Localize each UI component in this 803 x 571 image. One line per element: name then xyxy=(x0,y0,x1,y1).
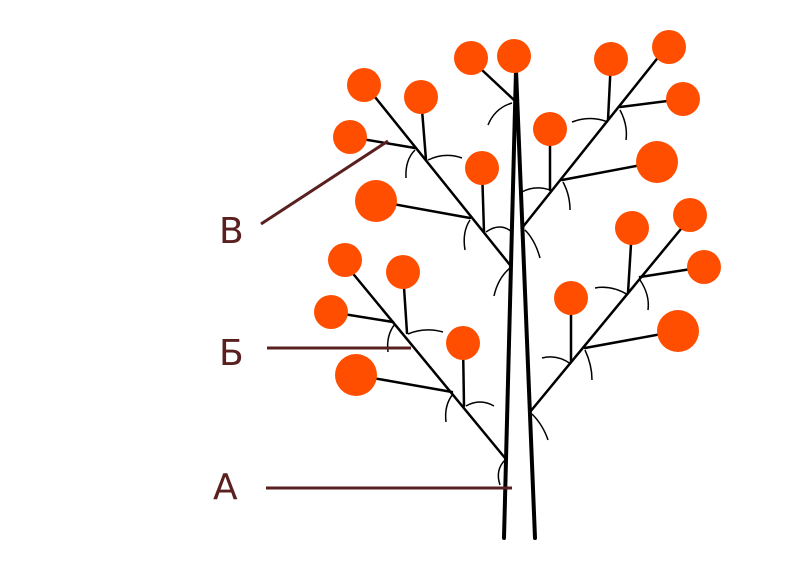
flower xyxy=(355,180,397,222)
flower xyxy=(465,151,499,185)
bract xyxy=(619,109,628,141)
bract xyxy=(487,102,513,126)
flower xyxy=(652,30,686,64)
stem-line xyxy=(520,53,662,230)
stem-line xyxy=(373,95,512,267)
bract xyxy=(444,393,454,423)
bract xyxy=(531,413,549,441)
flower xyxy=(657,310,699,352)
bract xyxy=(521,187,551,193)
flower xyxy=(615,211,649,245)
flower xyxy=(454,41,488,75)
bract xyxy=(524,229,541,259)
bract xyxy=(571,117,609,123)
flower xyxy=(687,250,721,284)
stem-line xyxy=(528,216,692,414)
label-b: Б xyxy=(219,333,244,374)
flower xyxy=(328,243,362,277)
stem-line xyxy=(480,68,516,102)
flower xyxy=(386,255,420,289)
flower xyxy=(446,326,480,360)
flower xyxy=(666,82,700,116)
pointer-v xyxy=(260,139,389,226)
bract xyxy=(465,401,495,407)
stem-line xyxy=(514,68,537,540)
flower xyxy=(533,112,567,146)
bract xyxy=(405,149,416,179)
bract xyxy=(639,279,650,311)
flower xyxy=(673,198,707,232)
flower xyxy=(404,80,438,114)
bract xyxy=(427,154,463,161)
flower xyxy=(636,141,678,183)
flower xyxy=(314,295,348,329)
flower xyxy=(497,39,531,73)
flower xyxy=(335,354,377,396)
bract xyxy=(493,267,511,297)
bract xyxy=(562,181,571,211)
flower xyxy=(594,42,628,76)
bract xyxy=(463,219,471,251)
bract xyxy=(584,349,593,381)
flower xyxy=(347,68,381,102)
bract xyxy=(407,329,444,335)
flower xyxy=(333,120,367,154)
label-v: В xyxy=(219,211,244,252)
bract xyxy=(594,286,629,296)
bract xyxy=(541,356,572,365)
bract xyxy=(485,226,513,233)
stem-line xyxy=(348,268,507,460)
bract xyxy=(497,459,506,486)
stem-line xyxy=(502,68,518,540)
label-a: А xyxy=(213,467,238,508)
flower xyxy=(554,281,588,315)
